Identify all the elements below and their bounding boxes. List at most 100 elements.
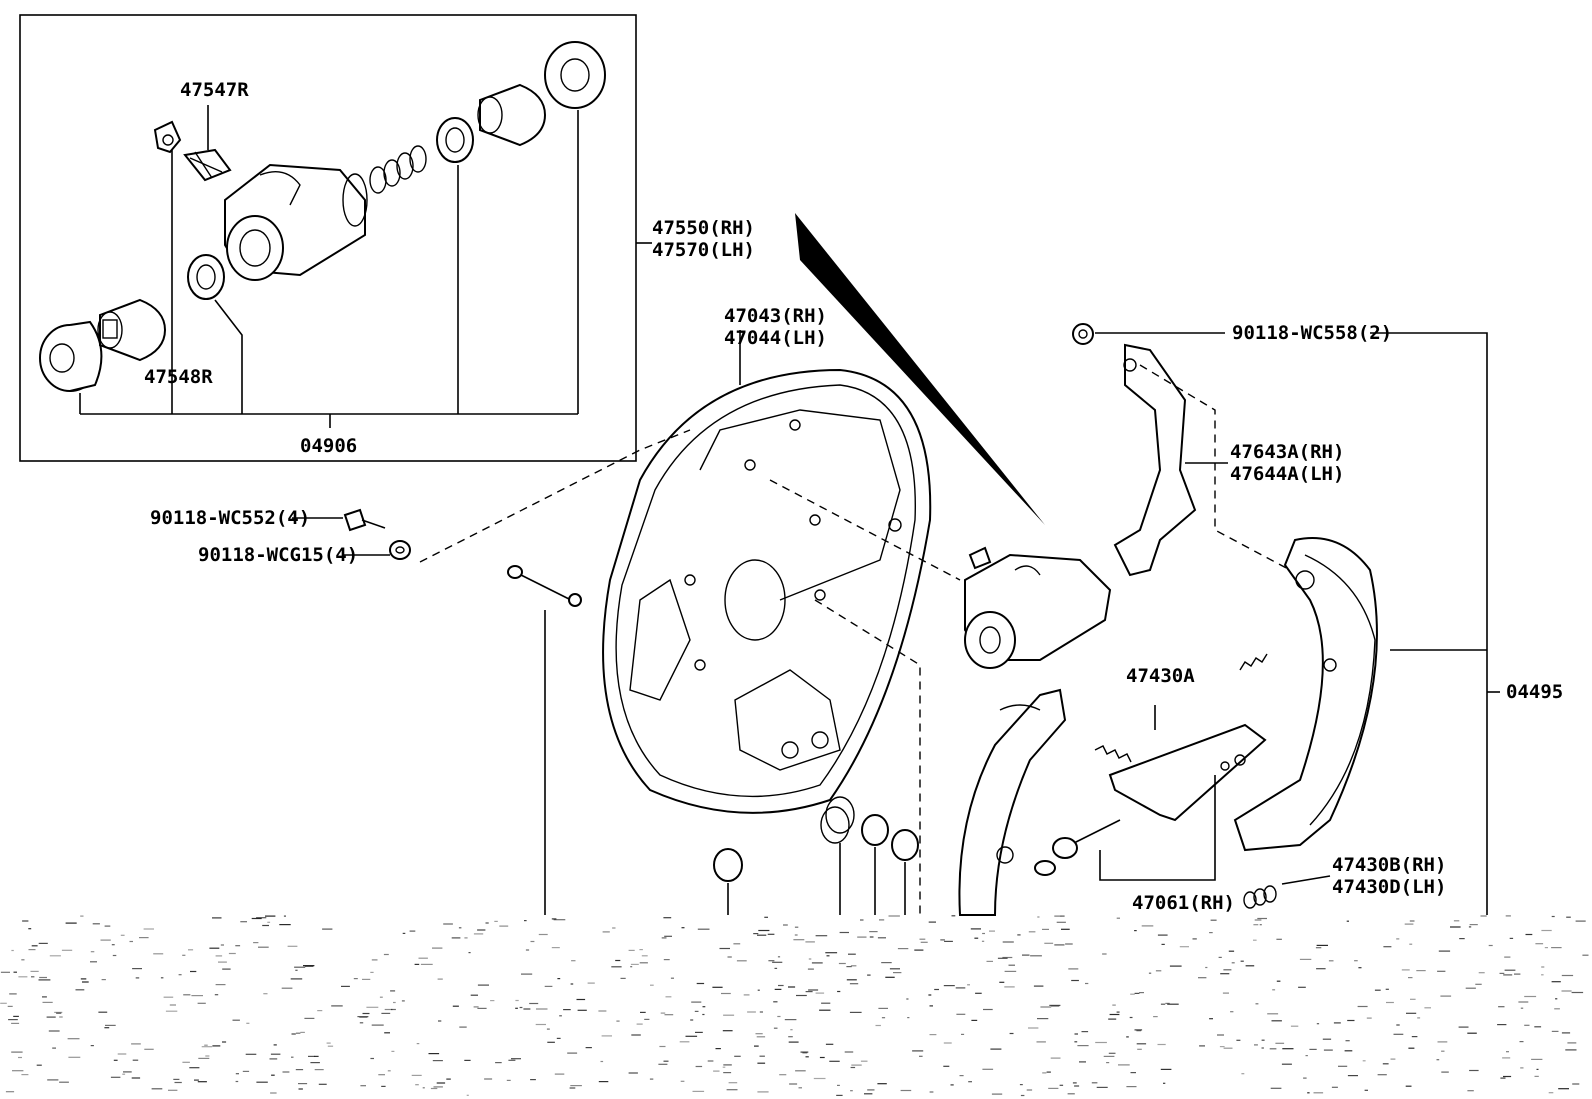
scan-noise-mark <box>869 931 878 933</box>
scan-noise-mark <box>878 1007 888 1009</box>
bleeder-cap-part <box>153 120 182 154</box>
scan-noise-mark <box>5 1091 15 1093</box>
scan-noise-mark <box>1126 1036 1129 1038</box>
scan-noise-mark <box>1017 934 1021 936</box>
scan-noise-mark <box>111 944 115 946</box>
scan-noise-mark <box>1465 987 1476 989</box>
scan-noise-mark <box>694 1010 699 1012</box>
scan-noise-mark <box>1406 1012 1417 1014</box>
scan-noise-mark <box>310 1062 320 1064</box>
scan-noise-mark <box>1316 968 1326 970</box>
scan-noise-mark <box>1157 934 1168 936</box>
scan-noise-mark <box>867 1089 875 1091</box>
scan-noise-mark <box>443 923 453 925</box>
scan-noise-mark <box>245 1053 257 1055</box>
scan-noise-mark <box>850 965 857 967</box>
scan-noise-mark <box>209 947 220 949</box>
scan-noise-mark <box>36 1064 42 1066</box>
scan-noise-mark <box>1163 1082 1166 1084</box>
scan-noise-mark <box>1231 962 1235 964</box>
scan-noise-mark <box>1240 960 1244 962</box>
scan-noise-mark <box>536 1008 548 1010</box>
scan-noise-mark <box>836 1094 843 1096</box>
scan-noise-mark <box>530 1079 536 1081</box>
scan-noise-mark <box>495 1062 502 1064</box>
bleeder-screw-part <box>183 148 232 182</box>
scan-noise-mark <box>641 955 648 957</box>
scan-noise-mark <box>1437 1041 1448 1043</box>
scan-noise-mark <box>1116 917 1120 919</box>
scan-noise-mark <box>52 1047 56 1049</box>
scan-noise-mark <box>477 1007 487 1009</box>
scan-noise-mark <box>1497 1024 1507 1026</box>
scan-noise-mark <box>650 984 654 986</box>
scan-noise-mark <box>736 960 747 962</box>
scan-noise-mark <box>1096 1086 1108 1088</box>
scan-noise-mark <box>1313 1092 1324 1094</box>
scan-noise-mark <box>256 917 267 919</box>
scan-noise-mark <box>511 1058 521 1060</box>
scan-noise-mark <box>291 1056 294 1058</box>
scan-noise-mark <box>529 1002 539 1005</box>
scan-noise-mark <box>943 985 955 987</box>
scan-noise-mark <box>982 1068 994 1070</box>
scan-noise-mark <box>418 957 428 959</box>
scan-noise-mark <box>777 956 781 958</box>
scan-noise-mark <box>784 1019 797 1021</box>
adjuster-screw-part <box>1034 819 1121 876</box>
scan-noise-mark <box>477 929 486 931</box>
scan-noise-mark <box>1028 931 1036 933</box>
scan-noise-mark <box>30 970 39 972</box>
scan-noise-mark <box>1118 1064 1130 1066</box>
scan-noise-mark <box>1504 956 1511 958</box>
scan-noise-mark <box>881 1017 886 1019</box>
scan-noise-mark <box>235 945 241 947</box>
scan-noise-mark <box>743 994 750 996</box>
scan-noise-mark <box>1272 989 1276 991</box>
scan-noise-mark <box>18 1056 22 1059</box>
scan-noise-mark <box>888 915 900 917</box>
scan-noise-mark <box>117 1053 127 1055</box>
scan-noise-mark <box>1316 944 1328 946</box>
scan-noise-mark <box>757 1062 766 1064</box>
scan-noise-mark <box>1437 970 1446 972</box>
wheel-cylinder-assembly-part <box>964 546 1112 669</box>
label-90118-WCG15: 90118-WCG15(4) <box>198 544 358 566</box>
return-spring-part <box>1243 885 1277 909</box>
scan-noise-mark <box>767 933 775 935</box>
scan-noise-mark <box>1049 1004 1061 1006</box>
scan-noise-mark <box>436 1082 446 1084</box>
scan-noise-mark <box>551 918 557 920</box>
scan-noise-mark <box>598 1081 609 1083</box>
scan-noise-mark <box>1498 1006 1505 1008</box>
scan-noise-mark <box>326 1042 331 1044</box>
scan-noise-mark <box>7 1005 13 1007</box>
scan-noise-mark <box>1480 915 1487 917</box>
scan-noise-mark <box>1441 1050 1445 1052</box>
scan-noise-mark <box>929 1091 934 1093</box>
scan-noise-mark <box>975 992 982 994</box>
scan-noise-mark <box>13 971 17 973</box>
scan-noise-mark <box>1220 973 1230 975</box>
scan-noise-mark <box>359 1022 364 1024</box>
scan-noise-mark <box>65 922 77 924</box>
scan-noise-mark <box>318 1083 327 1085</box>
scan-noise-mark <box>1019 1084 1023 1086</box>
washer-part <box>389 540 411 560</box>
scan-noise-mark <box>707 1060 714 1062</box>
scan-noise-mark <box>1393 1033 1404 1035</box>
scan-noise-mark <box>547 1041 555 1043</box>
scan-noise-mark <box>793 939 805 941</box>
scan-noise-mark <box>131 1077 141 1079</box>
scan-noise-mark <box>1362 1060 1366 1062</box>
scan-noise-mark <box>197 1002 206 1004</box>
scan-noise-mark <box>1004 986 1015 988</box>
scan-noise-mark <box>1037 1018 1049 1020</box>
scan-noise-mark <box>630 963 639 965</box>
scan-noise-mark <box>1303 1077 1307 1079</box>
scan-noise-mark <box>428 1053 440 1055</box>
scan-noise-mark <box>679 1041 690 1043</box>
scan-noise-mark <box>151 1088 163 1090</box>
scan-noise-mark <box>600 1060 604 1063</box>
scan-noise-mark <box>943 1065 950 1067</box>
